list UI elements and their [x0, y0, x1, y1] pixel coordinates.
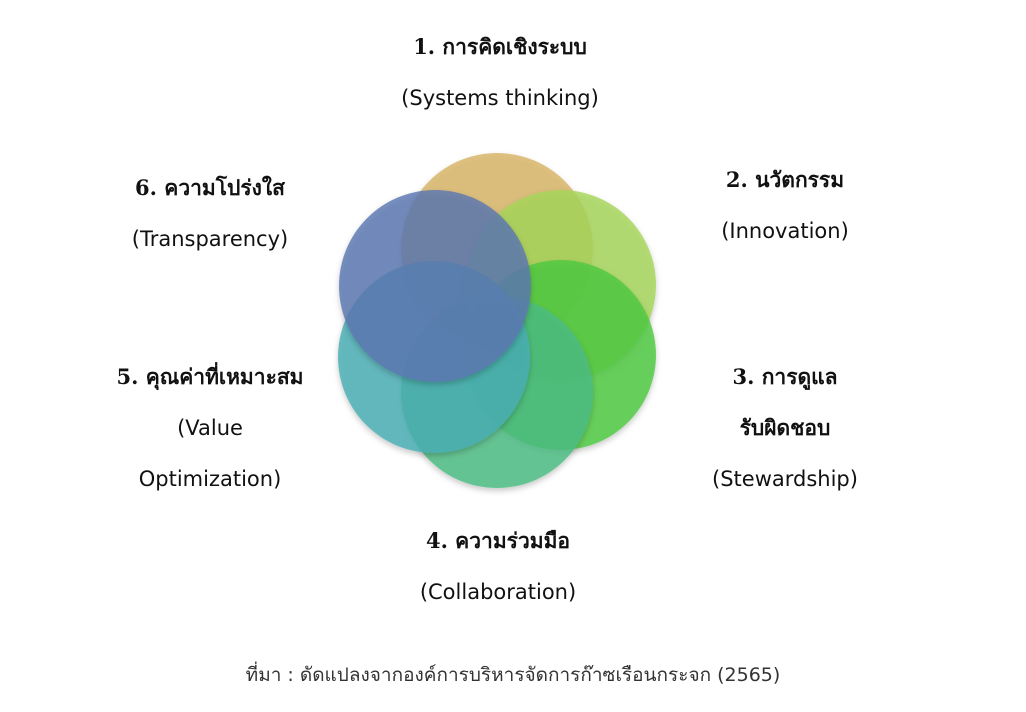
- source-caption: ที่มา : ดัดแปลงจากองค์การบริหารจัดการก๊า…: [245, 664, 781, 686]
- label-value-optimization-en1: (Value: [177, 416, 243, 440]
- label-systems-thinking: 1. การคิดเชิงระบบ (Systems thinking): [340, 34, 660, 111]
- label-value-optimization-en2: Optimization): [138, 467, 282, 491]
- label-innovation-th: 2. นวัตกรรม: [725, 167, 845, 192]
- label-systems-thinking-th: 1. การคิดเชิงระบบ: [413, 34, 587, 59]
- label-value-optimization: 5. คุณค่าที่เหมาะสม (Value Optimization): [80, 364, 340, 492]
- label-transparency: 6. ความโปร่งใส (Transparency): [90, 175, 330, 252]
- label-systems-thinking-en: (Systems thinking): [401, 86, 599, 110]
- label-transparency-en: (Transparency): [131, 227, 289, 251]
- label-stewardship-en: (Stewardship): [712, 467, 858, 491]
- principle-circle-6: [339, 190, 531, 382]
- label-innovation-en: (Innovation): [721, 219, 849, 243]
- label-stewardship-th1: 3. การดูแล: [732, 364, 838, 389]
- label-collaboration-en: (Collaboration): [419, 580, 577, 604]
- label-stewardship: 3. การดูแล รับผิดชอบ (Stewardship): [670, 364, 900, 492]
- label-collaboration-th: 4. ความร่วมมือ: [425, 528, 571, 553]
- label-transparency-th: 6. ความโปร่งใส: [135, 175, 285, 200]
- label-stewardship-th2: รับผิดชอบ: [739, 415, 831, 440]
- label-collaboration: 4. ความร่วมมือ (Collaboration): [348, 528, 648, 605]
- label-innovation: 2. นวัตกรรม (Innovation): [670, 167, 900, 244]
- label-value-optimization-th: 5. คุณค่าที่เหมาะสม: [116, 364, 304, 389]
